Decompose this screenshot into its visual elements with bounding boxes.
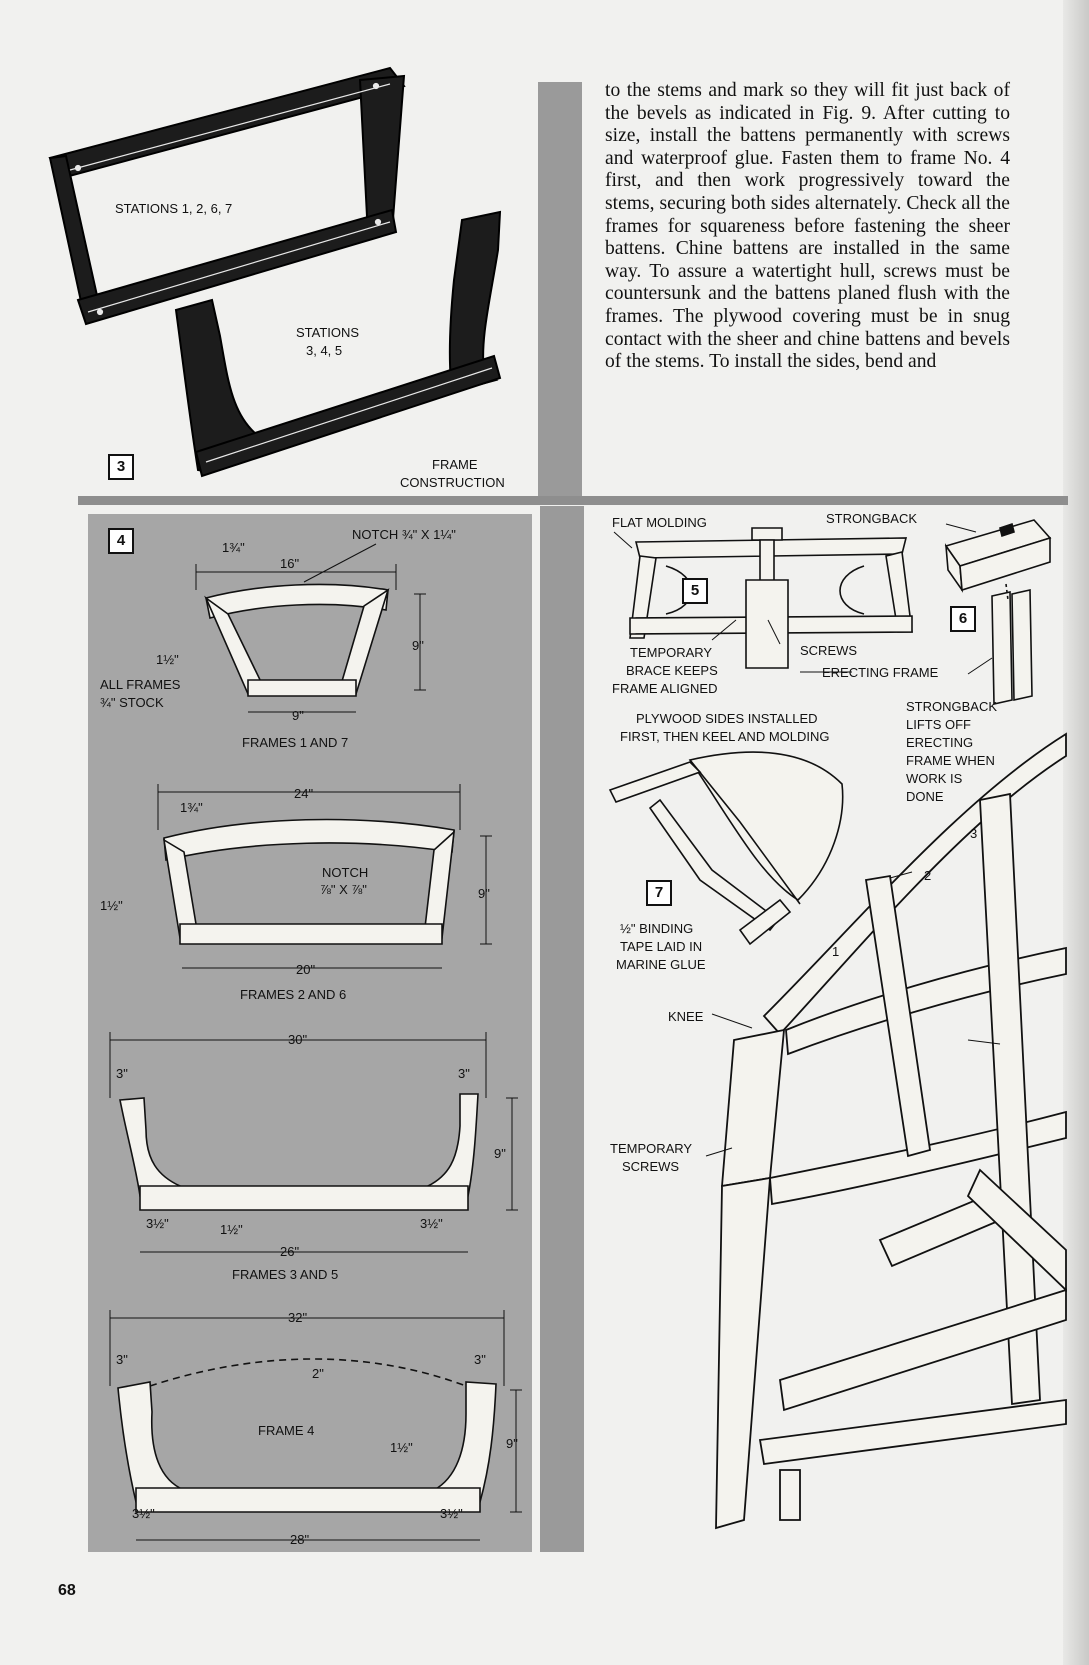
fig6-lifts-line5: WORK IS [906, 771, 963, 786]
fig4-number-box: 4 [108, 528, 134, 554]
leader-lines [613, 523, 1001, 1157]
horizontal-rule [78, 496, 1068, 505]
fig5-screws: SCREWS [800, 643, 858, 658]
f4-bottom-width: 28" [290, 1532, 310, 1547]
fig7-tape-line2: TAPE LAID IN [620, 939, 703, 954]
f4-top-width: 32" [288, 1310, 308, 1325]
fig4-all-frames-line2: ¾" STOCK [100, 695, 164, 710]
fig4-frames-2-6 [162, 818, 456, 945]
f4-crown: 2" [312, 1366, 324, 1381]
main-knee-label: KNEE [668, 1009, 704, 1024]
fig7-tape-line3: MARINE GLUE [616, 957, 706, 972]
f4-label: FRAME 4 [258, 1423, 315, 1438]
f4-bottom-left: 3½" [132, 1506, 155, 1521]
fig6-number-box: 6 [950, 606, 976, 632]
f35-top-width: 30" [288, 1032, 308, 1047]
main-temp-screws-line2: SCREWS [622, 1159, 680, 1174]
fig7-number-box: 7 [646, 880, 672, 906]
fig4-frames-1-7 [204, 583, 390, 697]
page-edge-shadow [1063, 0, 1089, 1665]
f35-mid: 1½" [220, 1222, 243, 1237]
article-body-text: to the stems and mark so they will fit j… [605, 80, 1010, 373]
f35-height: 9" [494, 1146, 506, 1161]
f17-side: 1½" [156, 652, 179, 667]
fig6-strongback [944, 519, 1052, 705]
fig3-frame-stations-345 [174, 210, 502, 478]
upper-column-bar [538, 82, 582, 496]
main-temp-screws-line1: TEMPORARY [610, 1141, 693, 1156]
f35-caption: FRAMES 3 AND 5 [232, 1267, 339, 1282]
f35-left: 3" [116, 1066, 128, 1081]
f4-mid: 1½" [390, 1440, 413, 1455]
f17-top-width: 16" [280, 556, 300, 571]
fig5-erecting-frame: ERECTING FRAME [822, 665, 939, 680]
f35-bottom-right: 3½" [420, 1216, 443, 1231]
fig4-frame-4 [117, 1358, 497, 1513]
fig5-temp-brace-line1: TEMPORARY [630, 645, 713, 660]
page-number: 68 [58, 1582, 76, 1599]
main-hull-framework [715, 732, 1067, 1530]
fig3-number-box: 3 [108, 454, 134, 480]
f26-notch-line1: NOTCH [322, 865, 369, 880]
fig6-lifts-line2: LIFTS OFF [906, 717, 971, 732]
f4-height: 9" [506, 1436, 518, 1451]
fig5-flat-molding: FLAT MOLDING [612, 515, 707, 530]
f17-bottom-width: 9" [292, 708, 304, 723]
f26-corner: 1¾" [180, 800, 203, 815]
lower-column-bar [540, 506, 584, 1552]
fig3-caption-line2: CONSTRUCTION [400, 475, 505, 490]
fig5-strongback: STRONGBACK [826, 511, 918, 526]
f4-right: 3" [474, 1352, 486, 1367]
fig4-frames-3-5 [119, 1093, 479, 1211]
fig4-all-frames-line1: ALL FRAMES [100, 677, 181, 692]
f35-bottom-left: 3½" [146, 1216, 169, 1231]
f4-bottom-right: 3½" [440, 1506, 463, 1521]
fig5-plywood-line2: FIRST, THEN KEEL AND MOLDING [620, 729, 830, 744]
fig5-plywood-line1: PLYWOOD SIDES INSTALLED [636, 711, 818, 726]
fig6-lifts-line4: FRAME WHEN [906, 753, 995, 768]
fig7-tape-line1: ½" BINDING [620, 921, 694, 936]
fig7-hull-sketch [608, 751, 844, 946]
fig5-temp-brace-line3: FRAME ALIGNED [612, 681, 718, 696]
f4-left: 3" [116, 1352, 128, 1367]
fig3-label-stations-345-line1: STATIONS [296, 325, 360, 340]
f17-corner: 1¾" [222, 540, 245, 555]
f26-notch-line2: ⅞" X ⅞" [320, 882, 367, 897]
fig6-lifts-line6: DONE [906, 789, 944, 804]
f26-height: 9" [478, 886, 490, 901]
f35-bottom-width: 26" [280, 1244, 300, 1259]
f26-caption: FRAMES 2 AND 6 [240, 987, 347, 1002]
f35-right: 3" [458, 1066, 470, 1081]
fig3-frame-stations-1267 [48, 66, 406, 326]
fig6-lifts-line1: STRONGBACK [906, 699, 998, 714]
fig5-temp-brace-line2: BRACE KEEPS [626, 663, 718, 678]
f26-bottom-width: 20" [296, 962, 316, 977]
main-number-1: 1 [832, 944, 840, 959]
f17-height: 9" [412, 638, 424, 653]
fig4-dimension-lines [109, 543, 522, 1541]
main-number-2: 2 [924, 868, 932, 883]
f26-side: 1½" [100, 898, 123, 913]
fig3-label-stations-1267: STATIONS 1, 2, 6, 7 [115, 201, 233, 216]
fig3-caption-line1: FRAME [432, 457, 478, 472]
fig6-lifts-line3: ERECTING [906, 735, 974, 750]
f17-caption: FRAMES 1 AND 7 [242, 735, 349, 750]
fig3-label-stations-345-line2: 3, 4, 5 [306, 343, 343, 358]
f26-top-width: 24" [294, 786, 314, 801]
fig5-number-box: 5 [682, 578, 708, 604]
main-number-3: 3 [970, 826, 978, 841]
fig4-notch-label: NOTCH ¾" X 1¼" [352, 527, 456, 542]
